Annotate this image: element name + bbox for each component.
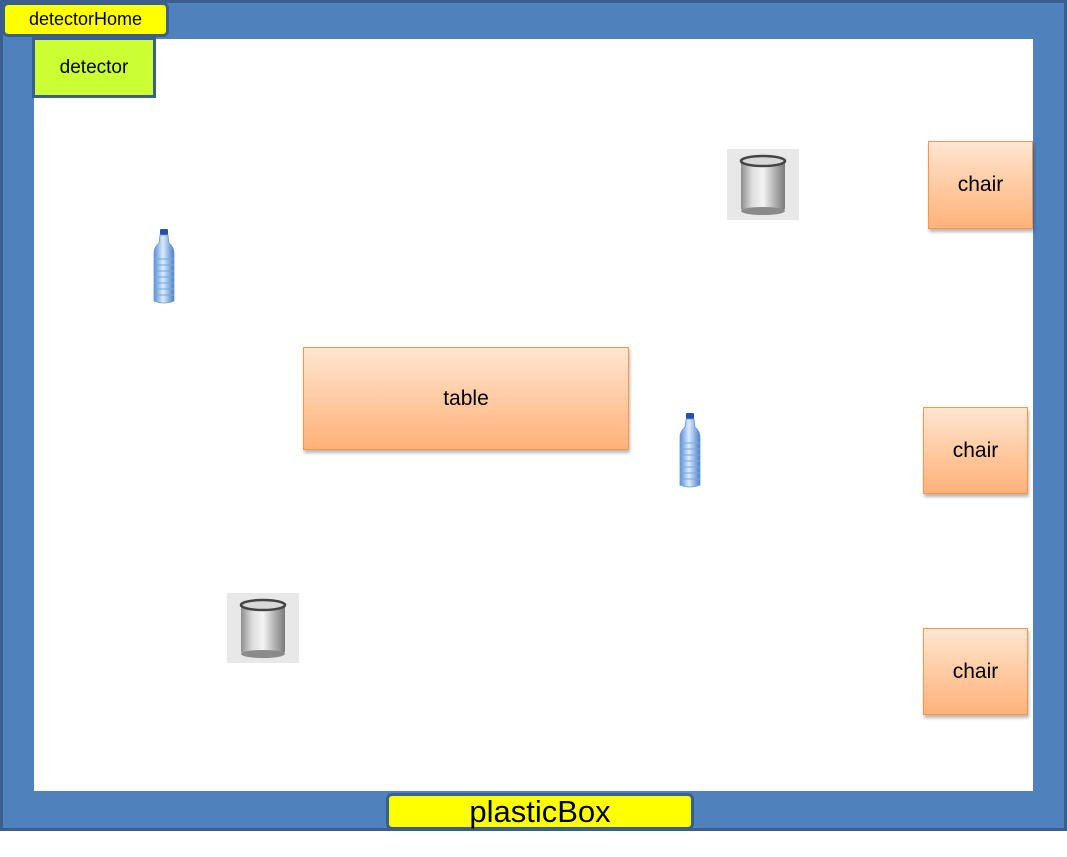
chair-bottom[interactable]: chair bbox=[923, 628, 1028, 715]
water-bottle-icon[interactable] bbox=[678, 413, 702, 488]
detector-robot[interactable]: detector bbox=[32, 37, 156, 98]
water-bottle-icon[interactable] bbox=[152, 229, 176, 304]
chair-top[interactable]: chair bbox=[928, 141, 1033, 229]
table[interactable]: table bbox=[303, 347, 629, 450]
plastic-box-label[interactable]: plasticBox bbox=[386, 793, 694, 830]
tin-can-icon[interactable] bbox=[227, 593, 299, 663]
chair-middle[interactable]: chair bbox=[923, 407, 1028, 494]
tin-can-icon[interactable] bbox=[727, 149, 799, 220]
detector-home-label: detectorHome bbox=[2, 2, 169, 37]
